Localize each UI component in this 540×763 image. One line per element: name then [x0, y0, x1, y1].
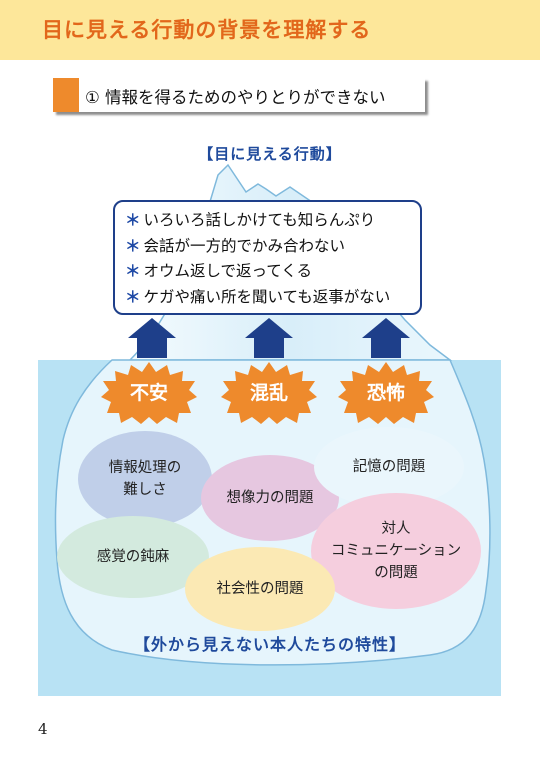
asterisk-bullet: ＊: [125, 211, 141, 229]
visible-behavior-box: ＊いろいろ話しかけても知らんぷり ＊会話が一方的でかみ合わない ＊オウム返しで返…: [113, 200, 422, 315]
asterisk-bullet: ＊: [125, 287, 141, 306]
arrow-up-icon: [128, 318, 176, 358]
behavior-item: ＊会話が一方的でかみ合わない: [125, 234, 420, 260]
arrow-up-icon: [362, 318, 410, 358]
behavior-text: 会話が一方的でかみ合わない: [143, 236, 346, 255]
asterisk-bullet: ＊: [125, 236, 141, 255]
arrow-up-icon: [245, 318, 293, 358]
emotion-label: 混乱: [249, 382, 288, 404]
burst-shape: [338, 362, 434, 424]
behavior-item: ＊いろいろ話しかけても知らんぷり: [125, 208, 420, 234]
burst-shape: [101, 362, 197, 424]
emotion-burst-fear: 恐怖: [338, 362, 434, 424]
visible-behavior-heading: 【目に見える行動】: [198, 145, 342, 163]
page-title: 目に見える行動の背景を理解する: [42, 18, 372, 42]
emotion-label: 恐怖: [366, 382, 405, 404]
behavior-text: いろいろ話しかけても知らんぷり: [143, 211, 376, 229]
behavior-text: オウム返しで返ってくる: [143, 262, 313, 280]
behavior-item: ＊ケガや痛い所を聞いても返事がない: [125, 285, 420, 311]
emotion-burst-anxiety: 不安: [101, 362, 197, 424]
emotion-label: 不安: [129, 382, 168, 404]
section-subtitle: ① 情報を得るためのやりとりができない: [53, 78, 425, 112]
burst-shape: [221, 362, 317, 424]
header-band: 目に見える行動の背景を理解する: [0, 0, 540, 60]
trait-information-processing: 情報処理の 難しさ: [78, 431, 212, 527]
behavior-item: ＊オウム返しで返ってくる: [125, 259, 420, 285]
hidden-traits-heading: 【外から見えない本人たちの特性】: [133, 635, 406, 654]
trait-sensory-dullness: 感覚の鈍麻: [57, 516, 209, 598]
subtitle-text: ① 情報を得るためのやりとりができない: [85, 88, 386, 107]
behavior-text: ケガや痛い所を聞いても返事がない: [143, 287, 391, 306]
page-number: 4: [38, 720, 48, 738]
trait-interpersonal-communication: 対人 コミュニケーション の問題: [311, 493, 481, 609]
emotion-burst-confusion: 混乱: [221, 362, 317, 424]
subtitle-marker: [53, 78, 79, 112]
trait-sociality: 社会性の問題: [185, 547, 335, 631]
asterisk-bullet: ＊: [125, 262, 141, 280]
